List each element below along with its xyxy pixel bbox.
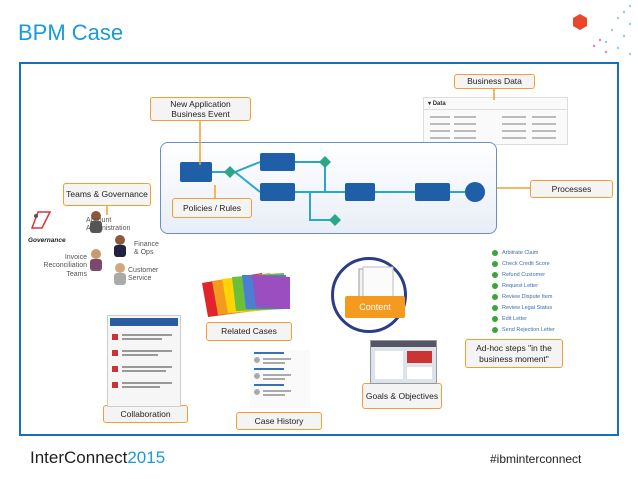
callout-business-data: Business Data (454, 74, 535, 89)
process-node (260, 183, 295, 201)
hexagon-decoration (573, 4, 632, 56)
process-flow-diagram (180, 153, 485, 226)
gateway-diamond (329, 214, 341, 226)
list-item: Send Rejection Letter (492, 324, 572, 335)
list-item: Review Dispute Item (492, 291, 572, 302)
callout-processes: Processes (530, 180, 613, 198)
gateway-diamond (319, 156, 331, 168)
team-finance-label: Finance & Ops (134, 241, 159, 257)
callout-adhoc-steps: Ad-hoc steps "in the business moment" (465, 339, 563, 368)
process-node (415, 183, 450, 201)
team-account-label: Account Administration (86, 217, 131, 233)
callout-teams-governance: Teams & Governance (63, 183, 151, 206)
callout-case-history: Case History (236, 412, 322, 430)
gateway-diamond (224, 166, 236, 178)
callout-goals-objectives: Goals & Objectives (362, 383, 442, 409)
related-cases-folders (202, 273, 290, 317)
process-end-node (465, 182, 485, 202)
governance-icon (30, 211, 52, 229)
process-node (180, 162, 212, 182)
goals-dashboard-image (370, 340, 437, 384)
adhoc-steps-list: Arbitrate Claim Check Credit Score Refun… (492, 247, 572, 337)
callout-new-application: New Application Business Event (150, 97, 251, 121)
process-node (345, 183, 375, 201)
callout-related-cases: Related Cases (206, 322, 292, 341)
page-title: BPM Case (18, 20, 124, 45)
list-item: Check Credit Score (492, 258, 572, 269)
list-item: Review Legal Status (492, 302, 572, 313)
person-icon (90, 211, 126, 285)
case-history-panel (250, 350, 310, 408)
collaboration-panel (107, 315, 181, 407)
hashtag-text: #ibminterconnect (490, 452, 582, 466)
interconnect-logo: InterConnect2015 (30, 448, 166, 467)
list-item: Edit Letter (492, 313, 572, 324)
governance-label: Governance (28, 237, 66, 244)
callout-policies-rules: Policies / Rules (172, 198, 252, 218)
list-item: Arbitrate Claim (492, 247, 572, 258)
teams-illustration (30, 211, 126, 285)
process-node (260, 153, 295, 171)
content-label: Content (345, 296, 405, 318)
business-data-panel: ▾ Data (423, 97, 568, 145)
list-item: Request Letter (492, 280, 572, 291)
team-invoice-label: Invoice Reconciliation Teams (43, 254, 87, 278)
team-customer-label: Customer Service (128, 267, 159, 283)
list-item: Refund Customer (492, 269, 572, 280)
